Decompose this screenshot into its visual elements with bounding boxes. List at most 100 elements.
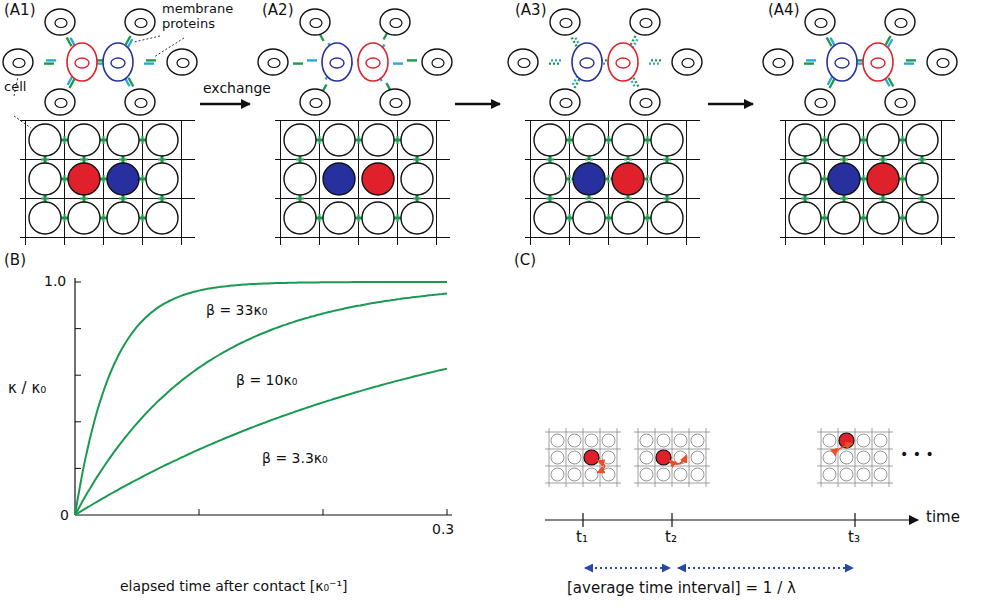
lattice-cell	[29, 124, 61, 156]
cell-outline	[572, 43, 602, 81]
bond	[64, 175, 66, 183]
bond	[879, 159, 887, 161]
lattice-cell	[612, 124, 644, 156]
membrane-protein	[575, 79, 580, 88]
lattice-cell	[68, 163, 100, 195]
membrane-protein	[407, 59, 417, 61]
membrane-protein	[293, 62, 303, 64]
bond	[358, 136, 360, 144]
lattice-cell	[640, 468, 653, 481]
grid-line	[525, 237, 700, 238]
lattice-cell	[323, 202, 355, 234]
nucleus	[895, 19, 907, 28]
lattice-cell	[107, 202, 139, 234]
nucleus	[580, 58, 594, 68]
leader-line	[154, 38, 184, 57]
nucleus	[937, 59, 949, 68]
bond	[608, 175, 610, 183]
lattice-cell	[640, 434, 653, 447]
membrane-protein	[649, 62, 659, 64]
bond	[80, 198, 88, 200]
bond	[569, 175, 571, 183]
grid-line	[872, 428, 873, 487]
grid-line	[358, 120, 359, 245]
curve	[75, 294, 447, 515]
lattice-cell	[323, 124, 355, 156]
membrane-protein	[128, 78, 133, 87]
bond	[624, 198, 632, 200]
interval-arrow	[678, 567, 853, 569]
cell-outline	[380, 89, 410, 115]
lattice-cell	[691, 468, 704, 481]
grid-line	[672, 428, 673, 487]
grid-line	[20, 198, 195, 199]
red-cell	[656, 450, 671, 465]
lattice-cell	[674, 434, 687, 447]
membrane-protein	[572, 38, 577, 47]
tick	[671, 513, 672, 527]
swap-arrow	[835, 444, 852, 456]
callout-label: cell	[4, 80, 26, 95]
grid-line	[569, 120, 570, 245]
nucleus	[135, 99, 147, 108]
membrane-protein	[651, 59, 661, 61]
bond	[358, 214, 360, 222]
bond	[801, 198, 809, 200]
cell-outline	[827, 43, 857, 81]
bond	[103, 214, 105, 222]
membrane-protein	[631, 36, 636, 45]
cell-outline	[672, 49, 702, 75]
bond	[41, 198, 49, 200]
lattice-cell	[284, 202, 316, 234]
bond	[142, 136, 144, 144]
cell-outline	[508, 49, 538, 75]
bond	[824, 175, 826, 183]
grid-line	[780, 159, 955, 160]
nucleus	[268, 59, 280, 68]
grid-line	[436, 120, 437, 245]
bond	[608, 214, 610, 222]
nucleus	[616, 58, 630, 68]
grid-line	[275, 159, 450, 160]
bond	[902, 136, 904, 144]
nucleus	[682, 59, 694, 68]
axis-title: elapsed time after contact [κ₀⁻¹]	[120, 578, 348, 594]
grid-line	[530, 120, 531, 245]
lattice-cell	[146, 163, 178, 195]
bond	[319, 136, 321, 144]
grid-line	[780, 198, 955, 199]
bond	[397, 136, 399, 144]
membrane-protein	[146, 59, 156, 61]
bond	[824, 214, 826, 222]
membrane-protein	[393, 62, 403, 64]
bond	[319, 214, 321, 222]
cell-outline	[300, 9, 330, 35]
tick	[75, 375, 81, 376]
bond	[64, 214, 66, 222]
lattice-cell	[107, 163, 139, 195]
cell-outline	[885, 89, 915, 115]
panel-label: (A3)	[515, 2, 547, 19]
axis-value: 0	[60, 507, 69, 523]
bond	[80, 159, 88, 161]
bond	[546, 159, 554, 161]
lattice-cell	[906, 202, 938, 234]
tick	[75, 468, 81, 469]
bond	[585, 159, 593, 161]
membrane-protein	[126, 36, 131, 45]
lattice-cell	[823, 468, 836, 481]
lattice-cell	[906, 124, 938, 156]
membrane-protein	[904, 62, 914, 64]
grid-line	[397, 120, 398, 245]
nucleus	[366, 58, 380, 68]
nucleus	[835, 58, 849, 68]
grid-line	[275, 120, 450, 121]
x-axis	[75, 514, 452, 515]
panel-label: (B)	[4, 252, 26, 269]
lattice-cell	[568, 451, 581, 464]
lattice-cell	[29, 202, 61, 234]
bond	[863, 136, 865, 144]
lattice-cell	[874, 434, 887, 447]
